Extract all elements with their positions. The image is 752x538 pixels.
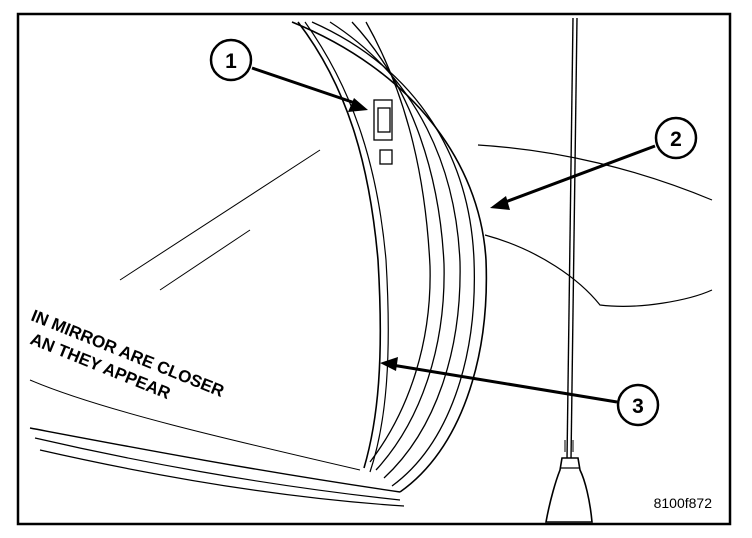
mirror-clip (373, 99, 393, 165)
figure-id: 8100f872 (654, 495, 713, 511)
callout-2: 2 (490, 116, 698, 210)
antenna-mast (564, 17, 578, 461)
figure-border (16, 12, 732, 526)
mirror-housing (291, 21, 488, 493)
glass-reflection-lines (119, 149, 321, 291)
antenna-base (545, 457, 593, 523)
svg-text:2: 2 (670, 128, 682, 151)
callout-1: 1 (209, 38, 368, 112)
callout-3: 3 (380, 357, 660, 427)
vehicle-body-lines (477, 144, 713, 307)
mirror-glass-edge (29, 379, 405, 507)
svg-text:3: 3 (632, 395, 644, 418)
svg-text:1: 1 (225, 50, 237, 73)
